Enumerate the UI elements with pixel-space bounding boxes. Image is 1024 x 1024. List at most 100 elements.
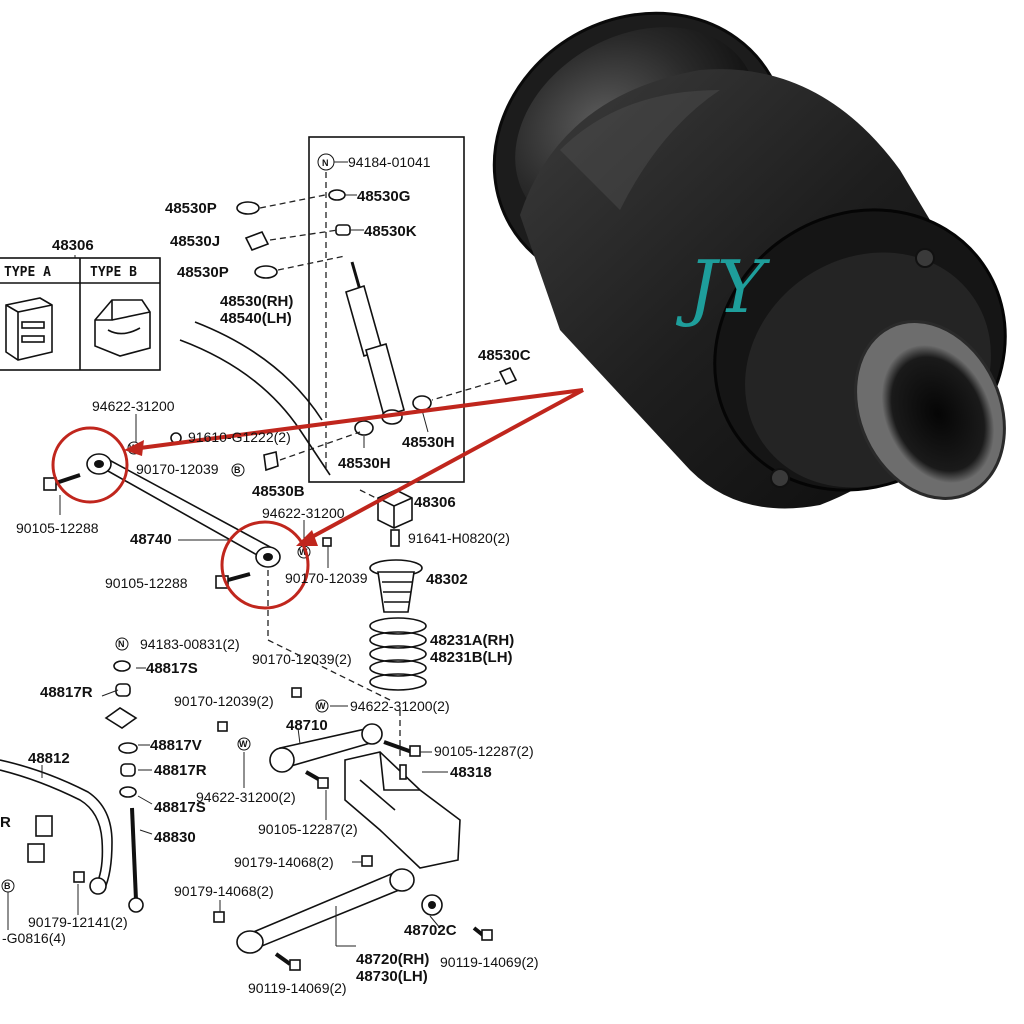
retainer-48817v-icon [118,742,138,754]
label-48817s-2: 48817S [154,799,206,816]
bump-stopper-48306-icon [377,489,413,529]
bushing-48530k-icon [335,224,351,236]
label-94622-31200-4: 94622-31200(2) [196,789,296,805]
label-48530k: 48530K [364,223,417,240]
n-symbol-2 [115,637,129,651]
w-symbol-3 [315,699,329,713]
nut-90170-12039-icon-3 [217,721,228,732]
label-48530rh: 48530(RH) [220,293,293,310]
label-91641: 91641-H0820(2) [408,530,510,546]
svg-text:W: W [317,701,326,711]
nut-90179-12141-icon [73,871,85,883]
label-90105-12287: 90105-12287(2) [434,743,534,759]
label-48830: 48830 [154,829,196,846]
label-48302: 48302 [426,571,468,588]
type-b-bumper-icon [94,299,151,357]
bolt-90105-12288-icon [43,473,81,491]
cushion-48817s-icon [113,660,131,672]
svg-text:N: N [118,639,125,649]
label-90170-12039-4: 90170-12039(2) [174,693,274,709]
type-a-bumper-icon [5,297,53,361]
label-94183-00831: 94183-00831(2) [140,636,240,652]
label-90119-14069-2: 90119-14069(2) [248,980,347,996]
label-48530b: 48530B [252,483,305,500]
bushing-photo: JY [492,11,1007,509]
nut-90179-14068-icon-2 [213,911,225,923]
spring-seat-48302-icon [369,559,423,613]
label-91610: 91610-G1222(2) [188,429,291,445]
washer-48530g-icon [328,189,346,201]
label-48540lh: 48540(LH) [220,310,292,327]
label-48231a-rh: 48231A(RH) [430,632,514,649]
label-48530p: 48530P [165,200,217,217]
label-48812: 48812 [28,750,70,767]
label-90179-14068-2: 90179-14068(2) [174,883,274,899]
label-r: R [0,814,11,831]
type-b-label: TYPE B [90,265,137,280]
svg-text:W: W [299,547,308,557]
label-94622-31200-3: 94622-31200(2) [350,698,450,714]
cushion-48817r-icon-2 [120,763,136,777]
arrow-to-left-bushing [139,388,584,450]
cushion-48817r-icon [115,683,131,697]
bolt-90105-12288-icon-2 [215,572,251,589]
bolt-90105-12287-icon [383,740,421,757]
arrowhead-right [296,530,318,546]
label-g0816: -G0816(4) [2,930,66,946]
label-94184-01041: 94184-01041 [348,154,431,170]
watermark-text: JY [675,245,771,329]
label-48720rh: 48720(RH) [356,951,429,968]
arrowhead-left [124,440,144,456]
type-table: 48306 TYPE A TYPE B [0,237,161,371]
cushion-48817s-icon-2 [119,786,137,798]
highlight-circle-left [51,426,129,504]
bolt-90119-14069-icon [472,926,493,941]
label-48231b-lh: 48231B(LH) [430,649,513,666]
label-48702c: 48702C [404,922,457,939]
stabilizer-bar-48812-icon [0,759,113,895]
highlight-circle-right [220,520,310,610]
label-48817s: 48817S [146,660,198,677]
bolt-91641-icon [390,529,400,547]
type-a-label: TYPE A [4,265,51,280]
label-48817r: 48817R [40,684,93,701]
bushing-48702c-icon [421,894,443,916]
upper-arm-48710-icon [269,723,383,773]
svg-text:B: B [234,465,241,475]
w-symbol-4 [237,737,251,751]
red-callouts [51,388,584,610]
nut-90170-12039-icon-2 [291,687,302,698]
lower-arm-48720-icon [236,868,415,954]
label-48318: 48318 [450,764,492,781]
label-90105-12287-2: 90105-12287(2) [258,821,358,837]
stabilizer-link-48830-icon [128,807,144,913]
label-90170-12039-3: 90170-12039(2) [252,651,352,667]
bracket-48530j-icon [244,230,270,252]
label-48530g: 48530G [357,188,410,205]
svg-text:B: B [4,881,11,891]
label-90170-12039: 90170-12039 [136,461,219,477]
coil-spring-48231-icon [369,617,427,691]
type-table-group-label: 48306 [52,237,94,254]
nut-90179-14068-icon [361,855,373,867]
label-90105-12288: 90105-12288 [16,520,99,536]
bushing-48530h-icon-2 [412,395,432,411]
label-90170-12039-2: 90170-12039 [285,570,368,586]
bolt-90119-14069-icon-2 [274,952,301,971]
svg-text:W: W [239,739,248,749]
label-48740: 48740 [130,531,172,548]
label-48530j: 48530J [170,233,220,250]
part-labels: 94184-01041 48530G 48530K 48530P 48530J … [0,154,539,996]
label-94622-31200: 94622-31200 [92,398,175,414]
arrow-to-right-bushing [309,388,584,540]
bushing-48530b-icon [263,451,279,472]
label-94622-31200-2: 94622-31200 [262,505,345,521]
label-90105-12288-2: 90105-12288 [105,575,188,591]
label-90179-12141: 90179-12141(2) [28,914,128,930]
label-48817v: 48817V [150,737,202,754]
axle-bracket-48318-icon [344,751,461,869]
svg-text:N: N [322,158,329,168]
label-48710: 48710 [286,717,328,734]
label-48306: 48306 [414,494,456,511]
